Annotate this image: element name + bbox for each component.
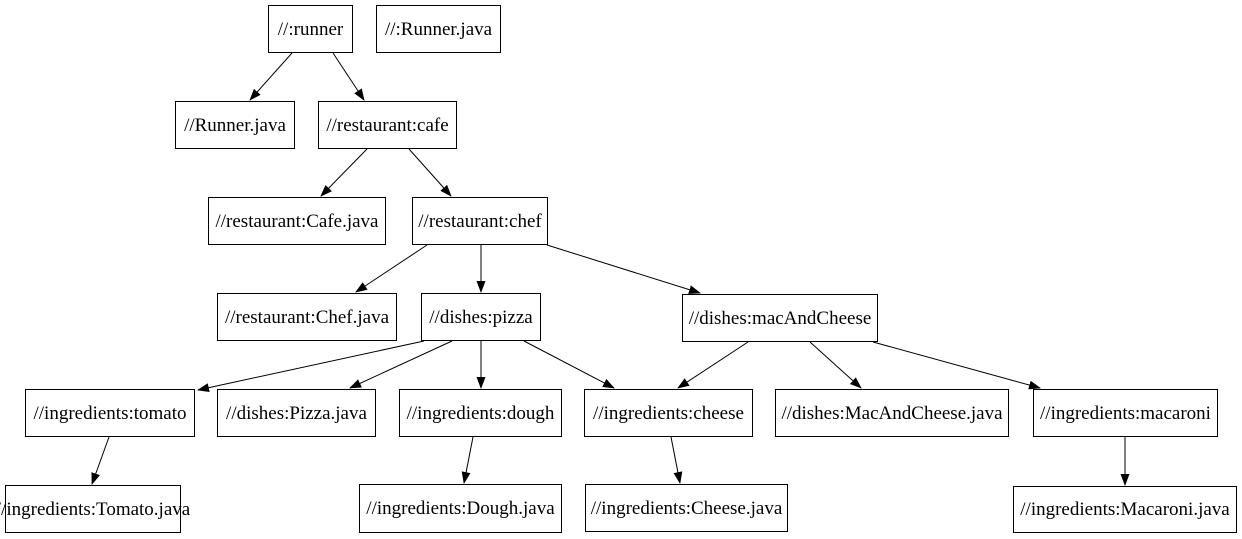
graph-node-dough: //ingredients:dough: [399, 389, 562, 437]
graph-node-runner-java: //Runner.java: [175, 101, 295, 149]
edge-cafe-to-chef: [408, 148, 452, 197]
graph-node-tomato-java: //ingredients:Tomato.java: [0, 485, 190, 533]
graph-node-macandcheese: //dishes:macAndCheese: [682, 294, 878, 342]
graph-node-cheese: //ingredients:cheese: [584, 389, 753, 437]
edge-chef-to-chef-java: [355, 244, 428, 293]
graph-node-cafe-java: //restaurant:Cafe.java: [208, 197, 386, 245]
graph-node-tomato: //ingredients:tomato: [25, 389, 195, 437]
graph-node-runner-java-root: //:Runner.java: [376, 5, 501, 53]
edge-chef-to-macandcheese: [546, 244, 701, 295]
edge-cheese-to-cheese-java: [670, 436, 683, 484]
edge-dough-to-dough-java: [461, 436, 474, 484]
edge-pizza-to-pizza-java: [349, 340, 453, 389]
edge-runner-to-runner-java: [249, 52, 293, 101]
edge-pizza-to-tomato: [197, 340, 425, 393]
graph-node-chef-java: //restaurant:Chef.java: [217, 293, 397, 341]
graph-node-macandcheese-java: //dishes:MacAndCheese.java: [775, 389, 1009, 437]
edge-macandcheese-to-macandcheese-java: [809, 341, 862, 389]
edge-cafe-to-cafe-java: [320, 148, 368, 197]
graph-node-chef: //restaurant:chef: [412, 197, 548, 245]
graph-node-cheese-java: //ingredients:Cheese.java: [585, 484, 788, 532]
graph-node-cafe: //restaurant:cafe: [318, 101, 457, 149]
graph-node-pizza: //dishes:pizza: [421, 293, 541, 341]
graph-node-runner: //:runner: [268, 5, 353, 53]
graph-node-macaroni: //ingredients:macaroni: [1033, 389, 1218, 437]
edge-macandcheese-to-cheese: [677, 341, 749, 389]
edge-runner-to-cafe: [332, 52, 365, 101]
graph-node-dough-java: //ingredients:Dough.java: [359, 484, 562, 533]
edge-tomato-to-tomato-java: [91, 436, 110, 485]
graph-node-pizza-java: //dishes:Pizza.java: [217, 389, 376, 437]
edge-macandcheese-to-macaroni: [872, 341, 1041, 390]
graph-node-macaroni-java: //ingredients:Macaroni.java: [1013, 486, 1237, 533]
edge-pizza-to-cheese: [523, 340, 615, 389]
